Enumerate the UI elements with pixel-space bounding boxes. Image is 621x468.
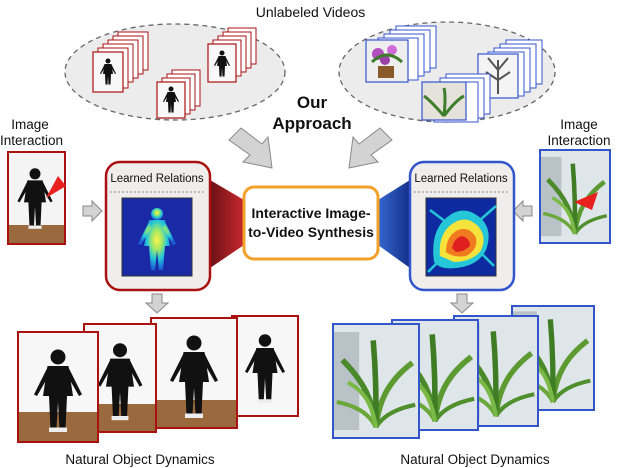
arrow-icon xyxy=(348,127,393,169)
arrow-icon xyxy=(144,293,170,314)
human-video-stacks xyxy=(92,27,257,119)
left-relation-wedge xyxy=(210,180,244,268)
arrow-icon xyxy=(82,199,103,223)
learned-relations-right-label: Learned Relations xyxy=(414,173,508,185)
unlabeled-videos-label: Unlabeled Videos xyxy=(255,4,366,20)
learned-relations-left-label: Learned Relations xyxy=(110,173,204,185)
natural-dynamics-right-label: Natural Object Dynamics xyxy=(400,452,550,467)
plant-video-stacks xyxy=(365,25,543,123)
center-box-label: Interactive Image-to-Video Synthesis xyxy=(248,205,374,240)
image-interaction-right-label: Image Interaction xyxy=(547,117,611,148)
image-interaction-left-label: Image Interaction xyxy=(0,117,64,148)
interaction-arrow-icon xyxy=(46,176,66,198)
arrow-icon xyxy=(512,199,533,223)
our-approach-label: Our Approach xyxy=(272,93,352,133)
center-synthesis-box xyxy=(242,185,380,261)
natural-dynamics-left-label: Natural Object Dynamics xyxy=(65,452,215,467)
plant-heatmap-blob xyxy=(427,205,497,273)
human-heatmap-silhouette xyxy=(138,208,176,270)
interaction-arrow-icon xyxy=(574,192,598,210)
plant-output-frames xyxy=(332,305,595,439)
arrow-icon xyxy=(228,127,273,169)
human-output-frames xyxy=(17,315,299,443)
arrow-icon xyxy=(449,293,475,314)
right-relation-wedge xyxy=(378,180,410,268)
